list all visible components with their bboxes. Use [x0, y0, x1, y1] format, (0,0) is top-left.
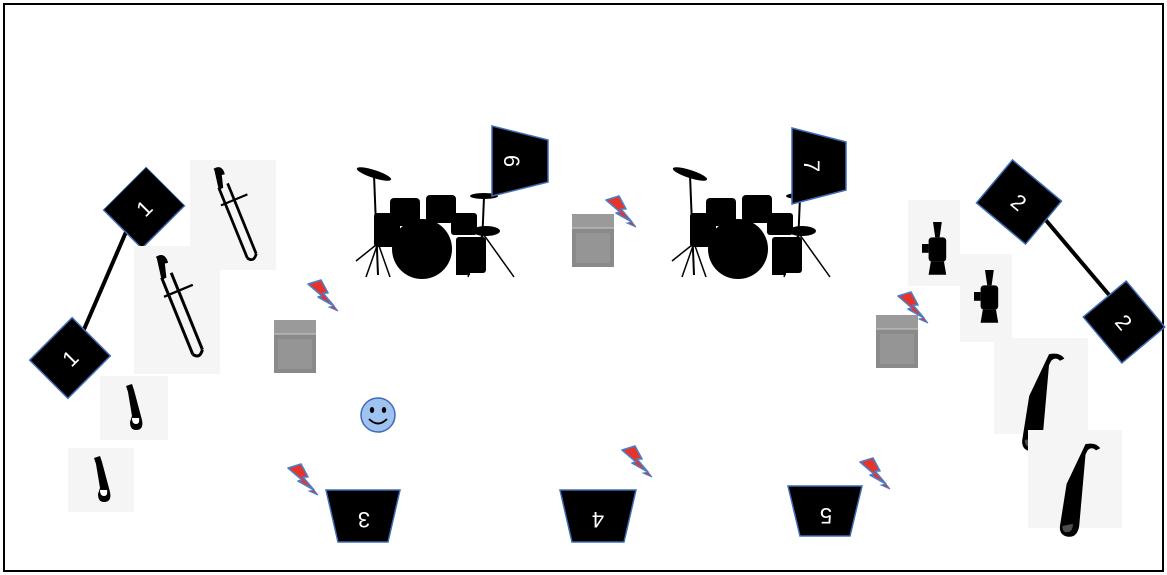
monitor-6-label: 6 — [499, 155, 524, 167]
amp-icon — [572, 214, 614, 267]
trumpet-icon — [908, 200, 960, 286]
trumpet-icon — [960, 254, 1012, 342]
amp-icon — [876, 315, 918, 368]
monitor-4-label: 4 — [592, 507, 604, 532]
amp-icon — [274, 320, 316, 373]
saxophone-icon — [100, 376, 168, 440]
monitor-5[interactable]: 5 — [788, 486, 862, 536]
monitor-4[interactable]: 4 — [560, 490, 636, 542]
monitor-7-label: 7 — [799, 160, 824, 172]
monitor-3-label: 3 — [358, 507, 370, 532]
monitor-5-label: 5 — [820, 503, 832, 528]
saxophone-icon — [68, 448, 134, 512]
monitor-7[interactable]: 7 — [792, 128, 846, 204]
trombone-icon — [134, 246, 220, 374]
baritone-saxophone-icon — [1028, 430, 1122, 537]
monitor-3[interactable]: 3 — [326, 490, 400, 542]
smiley-face-icon — [361, 398, 395, 432]
